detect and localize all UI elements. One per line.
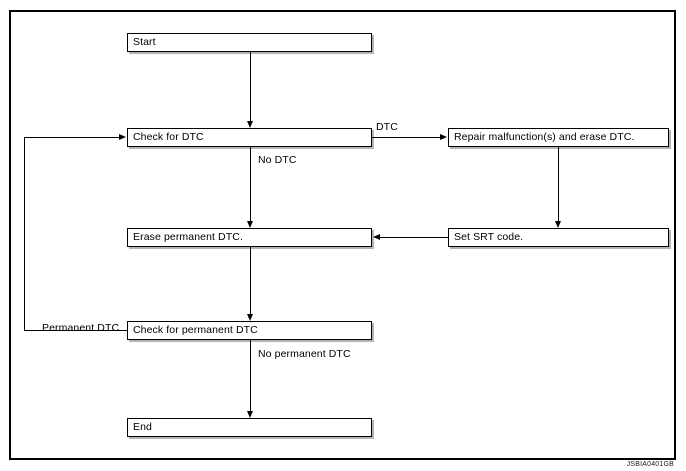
arrowhead-start-to-check-dtc (246, 121, 253, 128)
node-start[interactable]: Start (127, 33, 372, 52)
connector-start-to-check-dtc (250, 52, 251, 121)
arrowhead-repair-to-set-srt (554, 221, 561, 228)
edge-label-dtc: DTC (376, 121, 398, 133)
connector-set-srt-to-erase-permanent (380, 237, 448, 238)
node-set-srt-code-label: Set SRT code. (454, 231, 524, 244)
connector-repair-to-set-srt (558, 147, 559, 221)
connector-check-dtc-to-erase-permanent (250, 147, 251, 221)
node-check-for-permanent-dtc[interactable]: Check for permanent DTC (127, 321, 372, 340)
arrowhead-check-permanent-to-end (246, 411, 253, 418)
connector-feedback-top-segment (24, 137, 119, 138)
connector-check-permanent-to-end (250, 340, 251, 411)
arrowhead-erase-permanent-to-check-permanent (246, 314, 253, 321)
node-repair-malfunctions[interactable]: Repair malfunction(s) and erase DTC. (448, 128, 669, 147)
figure-id-code: JSBIA0401GB (626, 461, 674, 468)
edge-label-no-permanent-dtc: No permanent DTC (258, 348, 351, 360)
connector-feedback-bottom-segment (24, 330, 127, 331)
node-erase-permanent-dtc-label: Erase permanent DTC. (133, 231, 243, 244)
node-end[interactable]: End (127, 418, 372, 437)
node-end-label: End (133, 421, 152, 434)
node-check-for-dtc-label: Check for DTC (133, 131, 204, 144)
node-repair-malfunctions-label: Repair malfunction(s) and erase DTC. (454, 131, 635, 144)
arrowhead-check-dtc-to-erase-permanent (246, 221, 253, 228)
node-erase-permanent-dtc[interactable]: Erase permanent DTC. (127, 228, 372, 247)
node-start-label: Start (133, 36, 156, 49)
connector-erase-permanent-to-check-permanent (250, 247, 251, 314)
figure-frame: Start Check for DTC Repair malfunction(s… (9, 10, 676, 460)
edge-label-no-dtc: No DTC (258, 154, 297, 166)
connector-check-dtc-to-repair (372, 137, 440, 138)
arrowhead-feedback-to-check-dtc (119, 133, 126, 140)
arrowhead-check-dtc-to-repair (440, 133, 447, 140)
node-set-srt-code[interactable]: Set SRT code. (448, 228, 669, 247)
arrowhead-set-srt-to-erase-permanent (373, 233, 380, 240)
node-check-for-permanent-dtc-label: Check for permanent DTC (133, 324, 258, 337)
connector-feedback-vertical-segment (24, 137, 25, 331)
node-check-for-dtc[interactable]: Check for DTC (127, 128, 372, 147)
edge-label-permanent-dtc: Permanent DTC (42, 322, 120, 334)
